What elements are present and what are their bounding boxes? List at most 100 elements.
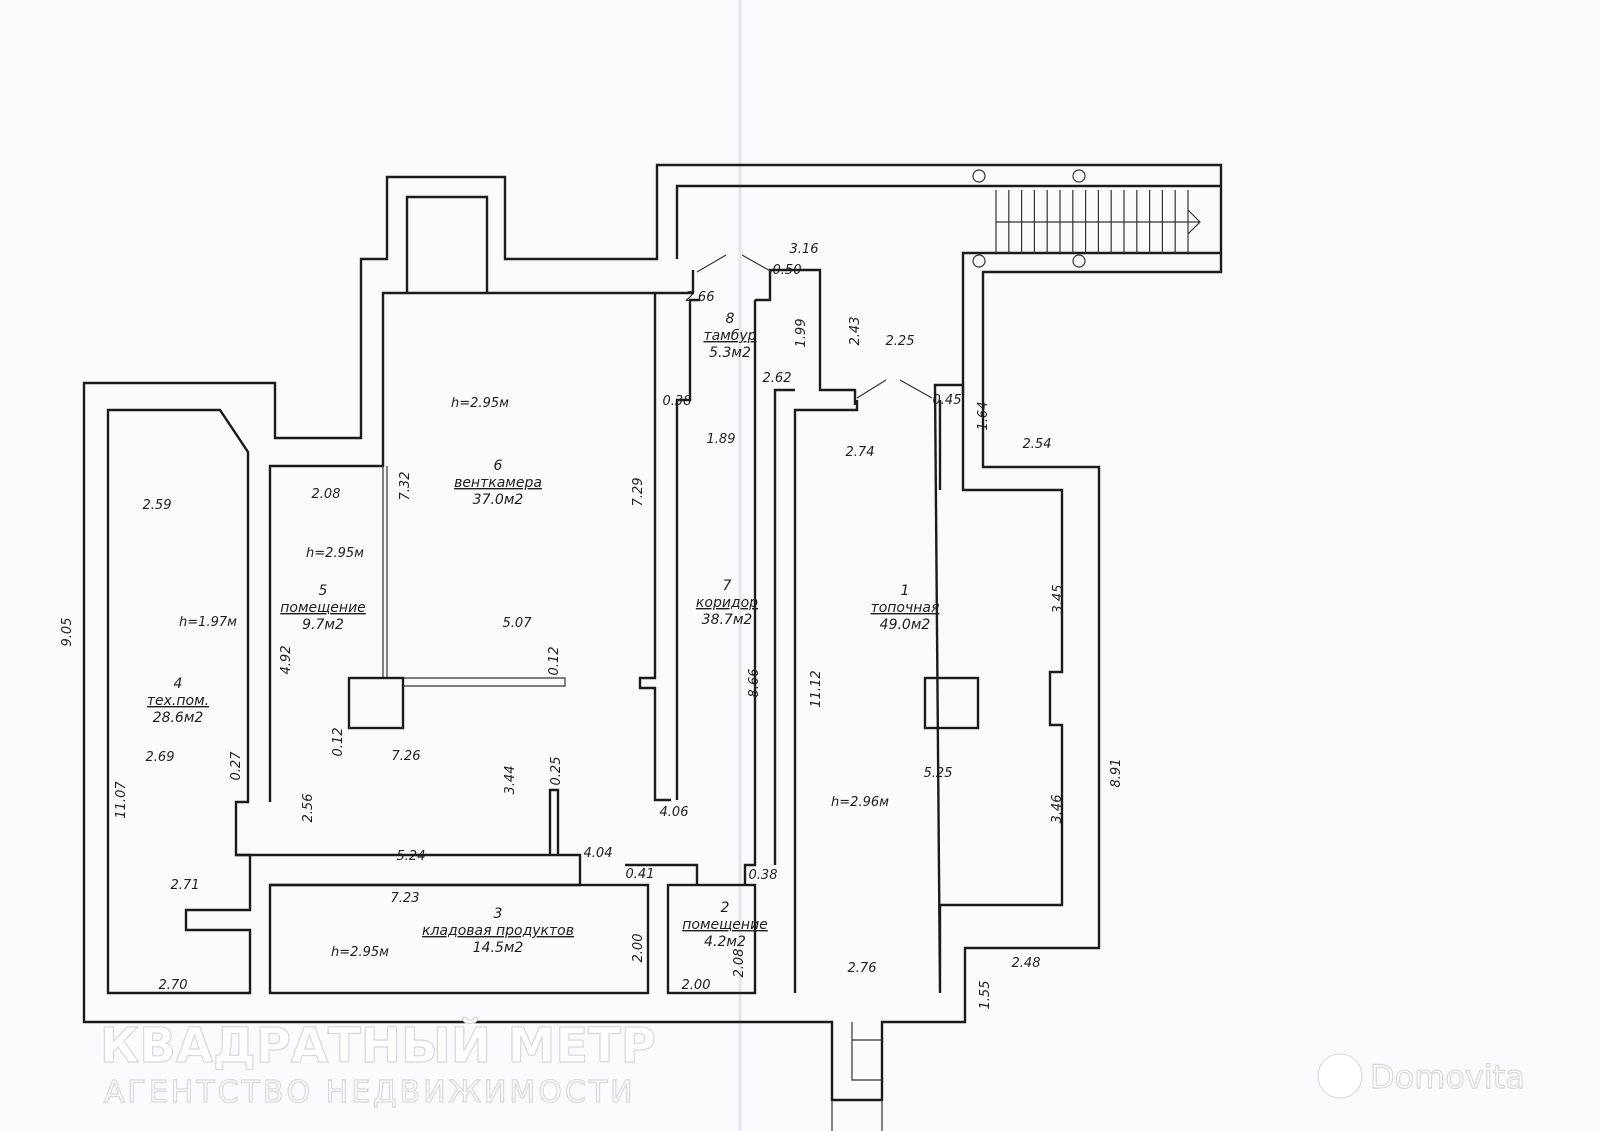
room-number: 1 [901,583,910,599]
room-name: венткамера [454,475,542,491]
dimension-label: 2.00 [631,934,646,963]
dimension-label: 3.46 [1050,795,1065,824]
dimension-label: 7.23 [391,891,420,906]
room-area: 9.7м2 [302,617,344,633]
dimension-label: 5.24 [397,849,426,864]
exit-steps [831,1022,883,1131]
dimension-label: 2.48 [1012,956,1041,971]
dimension-label: 2.71 [171,878,200,893]
dimension-label: 1.64 [976,402,991,431]
room-3-outline [268,883,650,995]
dimension-label: 0.41 [626,867,655,882]
partition-5-6 [382,466,566,687]
dimension-label: 4.92 [279,646,294,675]
dimension-label: 0.25 [549,757,564,786]
post-icon [1072,169,1086,183]
room-area: 4.2м2 [704,934,746,950]
domovita-logo-icon [1317,1053,1363,1099]
dimension-label: 3.45 [1051,585,1066,614]
room-height: h=2.96м [831,795,889,810]
room-name: помещение [280,600,366,616]
dimension-label: 2.66 [686,290,715,305]
dimension-label: 0.38 [663,394,692,409]
room-area: 38.7м2 [702,612,753,628]
dimension-label: 0.12 [331,728,346,757]
room-number: 6 [494,458,503,474]
boiler-column [923,676,980,730]
room-number: 3 [494,906,503,922]
dimension-label: 5.07 [503,616,533,631]
dimension-label: 3.16 [790,242,819,257]
room-height: h=2.95м [331,945,389,960]
room-number: 2 [721,900,730,916]
room-name: коридор [696,595,758,611]
room-area: 28.6м2 [153,710,204,726]
stair-arrow-icon [996,209,1201,235]
dimension-label: 7.29 [631,478,646,507]
dimension-labels: 2.592.085.077.262.692.715.247.234.044.06… [60,242,1124,1009]
room-area: 5.3м2 [709,345,751,361]
dimension-label: 5.25 [924,766,953,781]
dimension-label: 8.66 [747,669,762,698]
dimension-label: 8.91 [1109,759,1124,788]
hall-outline [236,270,695,887]
room-2-outline [666,883,757,995]
room-name: тамбур [703,328,756,344]
outer-wall [82,163,1223,1102]
vent-shaft [405,195,489,293]
room-name: топочная [871,600,940,616]
dimension-label: 7.32 [398,472,413,501]
dimension-label: 2.62 [763,371,792,386]
dimension-label: 11.07 [114,781,129,819]
door-swings [696,254,933,399]
dimension-label: 0.12 [547,647,562,676]
dimension-label: 9.05 [60,618,75,647]
room-number: 4 [174,676,183,692]
dimension-label: 2.00 [682,978,711,993]
dimension-label: 1.99 [794,319,809,348]
dimension-label: 0.45 [933,393,962,408]
dimension-label: 2.70 [159,978,188,993]
dimension-label: 3.44 [503,766,518,795]
dimension-label: 2.08 [732,949,747,978]
dimension-label: 4.04 [584,846,613,861]
dimension-label: 1.55 [978,981,993,1010]
dimension-label: 1.89 [707,432,736,447]
post-icon [1072,254,1086,268]
room-1-outline [793,383,1064,994]
dimension-label: 0.50 [773,263,802,278]
room-height: h=1.97м [179,615,237,630]
entrance-inner-wall [675,184,1221,395]
room-area: 14.5м2 [473,940,524,956]
room-name: кладовая продуктов [422,923,574,939]
staircase [972,169,1201,268]
dimension-label: 2.43 [848,317,863,346]
room-number: 8 [726,311,735,327]
dimension-label: 4.06 [660,805,689,820]
dimension-label: 2.69 [146,750,175,765]
dimension-label: 0.38 [749,868,778,883]
room-area: 49.0м2 [880,617,931,633]
room-height: h=2.95м [306,546,364,561]
dimension-label: 2.08 [312,487,341,502]
room-number: 5 [319,583,328,599]
dimension-label: 2.76 [848,961,877,976]
dimension-label: 2.54 [1023,437,1052,452]
dimension-label: 2.25 [886,334,915,349]
room-height: h=2.95м [451,396,509,411]
room-number: 7 [723,578,732,594]
watermark-site: Domovita [1370,1058,1525,1096]
dimension-label: 2.56 [301,794,316,823]
column [347,676,405,730]
dimension-label: 11.12 [809,670,824,707]
watermark-subtitle: АГЕНТСТВО НЕДВИЖИМОСТИ [104,1075,636,1110]
dimension-label: 7.26 [392,749,421,764]
room-name: помещение [682,917,768,933]
watermark-title: КВАДРАТНЫЙ МЕТР [100,1017,656,1074]
post-icon [972,169,986,183]
dimension-label: 2.74 [846,445,875,460]
corridor-outline [625,268,857,885]
room-name: тех.пом. [147,693,209,709]
